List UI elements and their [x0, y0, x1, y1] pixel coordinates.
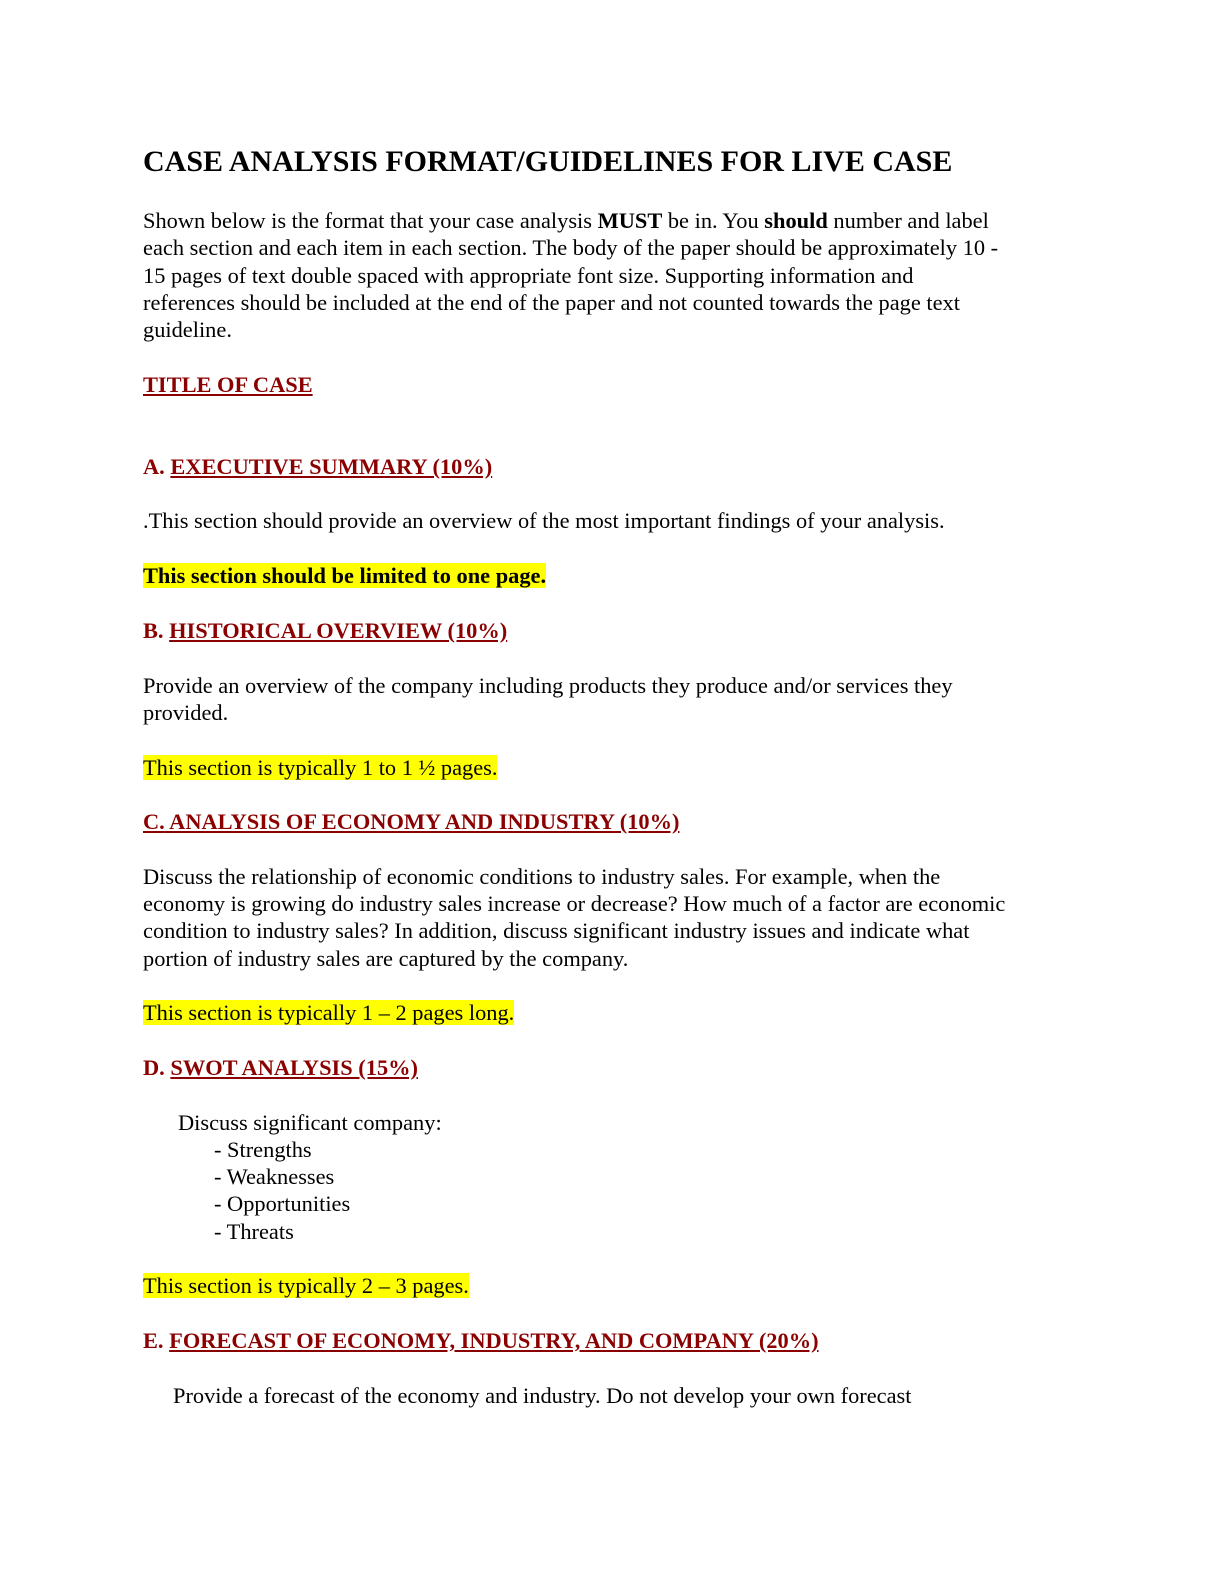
section-title: EXECUTIVE SUMMARY (10%) — [170, 454, 493, 479]
intro-emphasis-should: should — [764, 208, 828, 233]
section-c-heading: C. ANALYSIS OF ECONOMY AND INDUSTRY (10%… — [143, 808, 679, 836]
section-d-note: This section is typically 2 – 3 pages. — [143, 1272, 469, 1300]
swot-item-threats: - Threats — [214, 1219, 294, 1244]
swot-item-weaknesses: - Weaknesses — [214, 1164, 335, 1189]
highlighted-note: This section is typically 1 to 1 ½ pages… — [143, 755, 498, 780]
intro-line-3: 15 pages of text double spaced with appr… — [143, 263, 914, 288]
highlighted-note: This section is typically 2 – 3 pages. — [143, 1273, 469, 1298]
section-d-heading: D. SWOT ANALYSIS (15%) — [143, 1054, 418, 1082]
swot-item-opportunities: - Opportunities — [214, 1191, 351, 1216]
intro-line-4: references should be included at the end… — [143, 290, 960, 315]
intro-text: Shown below is the format that your case… — [143, 208, 598, 233]
section-title: HISTORICAL OVERVIEW (10%) — [169, 618, 508, 643]
intro-line-2: each section and each item in each secti… — [143, 235, 999, 260]
section-c-body-2: economy is growing do industry sales inc… — [143, 891, 1006, 916]
section-d-intro: Discuss significant company: — [178, 1110, 442, 1135]
section-title: SWOT ANALYSIS (15%) — [170, 1055, 418, 1080]
section-letter: D. — [143, 1055, 171, 1080]
section-b-heading: B. HISTORICAL OVERVIEW (10%) — [143, 617, 507, 645]
intro-text: be in. You — [662, 208, 765, 233]
document-page: CASE ANALYSIS FORMAT/GUIDELINES FOR LIVE… — [143, 0, 1073, 1584]
section-a-note: This section should be limited to one pa… — [143, 562, 547, 590]
section-b-body-1: Provide an overview of the company inclu… — [143, 673, 953, 698]
case-title: TITLE OF CASE — [143, 372, 313, 397]
section-c-body-4: portion of industry sales are captured b… — [143, 946, 629, 971]
section-e-heading: E. FORECAST OF ECONOMY, INDUSTRY, AND CO… — [143, 1327, 819, 1355]
section-c-body-1: Discuss the relationship of economic con… — [143, 864, 941, 889]
section-letter: C. — [143, 809, 165, 834]
section-c-note: This section is typically 1 – 2 pages lo… — [143, 999, 515, 1027]
swot-item-strengths: - Strengths — [214, 1137, 312, 1162]
section-b-body-2: provided. — [143, 700, 229, 725]
section-letter: B. — [143, 618, 170, 643]
section-letter: A. — [143, 454, 171, 479]
section-a-heading: A. EXECUTIVE SUMMARY (10%) — [143, 453, 492, 481]
highlighted-note: This section is typically 1 – 2 pages lo… — [143, 1000, 515, 1025]
document-title: CASE ANALYSIS FORMAT/GUIDELINES FOR LIVE… — [143, 145, 953, 178]
highlighted-note: This section should be limited to one pa… — [143, 563, 547, 588]
section-letter: E. — [143, 1328, 170, 1353]
intro-text: number and label — [827, 208, 989, 233]
section-b-note: This section is typically 1 to 1 ½ pages… — [143, 754, 498, 782]
section-e-body: Provide a forecast of the economy and in… — [173, 1383, 912, 1408]
intro-line-5: guideline. — [143, 317, 232, 342]
section-a-body: .This section should provide an overview… — [143, 508, 945, 533]
intro-line-1: Shown below is the format that your case… — [143, 207, 989, 235]
section-title: ANALYSIS OF ECONOMY AND INDUSTRY (10%) — [164, 809, 680, 834]
section-c-body-3: condition to industry sales? In addition… — [143, 918, 970, 943]
section-title: FORECAST OF ECONOMY, INDUSTRY, AND COMPA… — [169, 1328, 819, 1353]
intro-emphasis-must: MUST — [597, 208, 663, 233]
